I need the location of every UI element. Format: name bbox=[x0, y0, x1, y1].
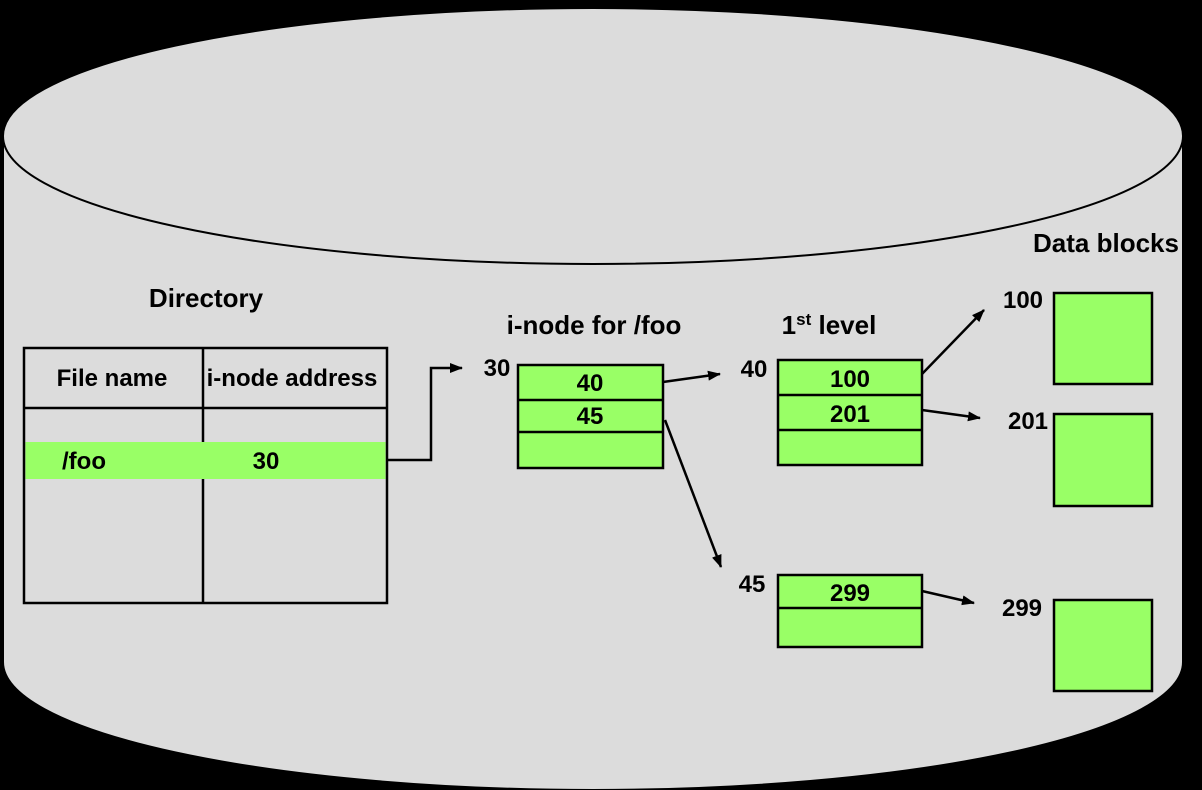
first-level-section: 1st level 40 100 201 45 299 bbox=[739, 310, 924, 649]
data-block-label-201: 201 bbox=[1008, 408, 1048, 435]
arrow-inode-45-to-first-level bbox=[663, 419, 723, 568]
first-level-block1-entry: 100 bbox=[830, 366, 870, 393]
inode-title: i-node for /foo bbox=[507, 310, 682, 340]
directory-table-border bbox=[22, 346, 389, 605]
disk-cylinder-top bbox=[2, 7, 1184, 265]
data-blocks-section: Data blocks 100 201 299 bbox=[1002, 228, 1179, 693]
arrow-directory-to-inode bbox=[387, 363, 463, 462]
directory-title: Directory bbox=[149, 283, 264, 313]
first-level-block1-entry: 201 bbox=[830, 401, 870, 428]
inode-block bbox=[516, 363, 665, 470]
first-level-title: 1st level bbox=[782, 310, 877, 340]
data-block-label-299: 299 bbox=[1002, 595, 1042, 622]
arrow-first-level-299-to-data-block bbox=[921, 589, 975, 606]
data-block-100 bbox=[1052, 291, 1154, 386]
inode-address-label: 30 bbox=[484, 355, 511, 382]
first-level-title-rest: level bbox=[811, 310, 876, 340]
inode-entry: 45 bbox=[577, 403, 604, 430]
directory-cell-file-name: /foo bbox=[62, 448, 106, 475]
first-level-block2 bbox=[776, 573, 924, 649]
arrow-first-level-100-to-data-block bbox=[921, 309, 985, 375]
first-level-block2-entry: 299 bbox=[830, 580, 870, 607]
inode-section: i-node for /foo 30 40 45 bbox=[484, 310, 682, 470]
data-blocks-title: Data blocks bbox=[1033, 228, 1179, 258]
arrow-inode-40-to-first-level bbox=[662, 370, 721, 384]
first-level-title-base: 1 bbox=[782, 310, 796, 340]
directory-col-inode-address: i-node address bbox=[207, 365, 378, 392]
directory-highlighted-row bbox=[25, 442, 386, 479]
directory-col-file-name: File name bbox=[57, 365, 168, 392]
first-level-block2-address-label: 45 bbox=[739, 571, 766, 598]
first-level-block1-address-label: 40 bbox=[741, 356, 768, 383]
first-level-block1 bbox=[776, 358, 924, 467]
first-level-title-superscript: st bbox=[796, 310, 811, 329]
data-block-201 bbox=[1052, 412, 1154, 508]
directory-section: Directory File name i-node address /foo … bbox=[22, 283, 389, 605]
arrow-first-level-201-to-data-block bbox=[921, 408, 981, 422]
data-block-label-100: 100 bbox=[1003, 287, 1043, 314]
directory-cell-inode-address: 30 bbox=[253, 448, 280, 475]
inode-entry: 40 bbox=[577, 370, 604, 397]
pointer-arrows bbox=[387, 309, 985, 606]
data-block-299 bbox=[1052, 598, 1154, 693]
